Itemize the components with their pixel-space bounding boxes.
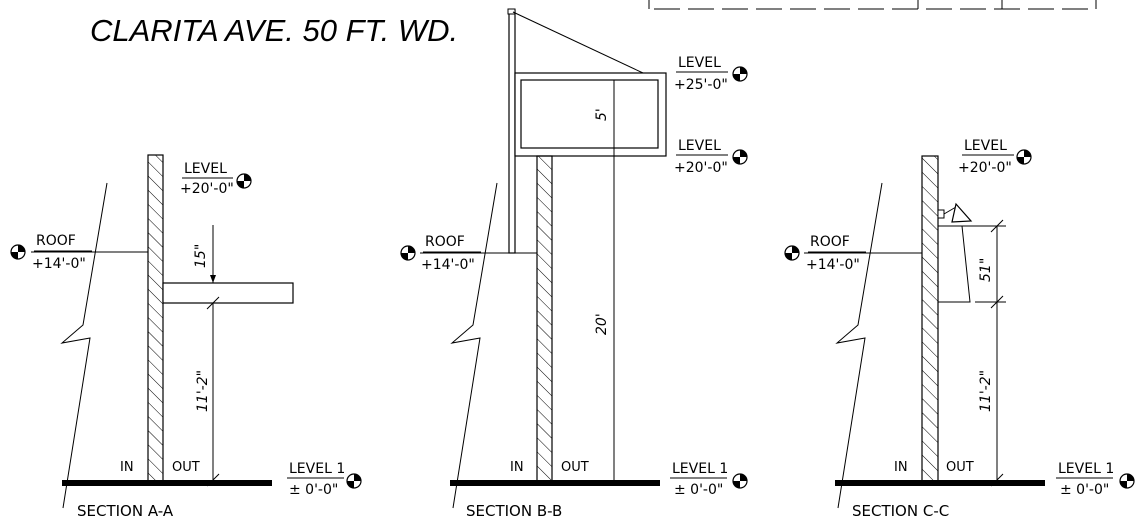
- section-title: SECTION B-B: [466, 502, 562, 519]
- wall-light-fixture-icon: [937, 202, 973, 223]
- break-line: [835, 182, 883, 509]
- datum-marker-icon: [1016, 149, 1032, 165]
- dim-11ft-2in: 11'-2": [978, 370, 994, 412]
- out-label: OUT: [561, 460, 589, 475]
- datum-marker-icon: [10, 244, 26, 260]
- roof-label: ROOF: [810, 234, 850, 250]
- ground-slab: [450, 480, 660, 486]
- in-label: IN: [894, 460, 908, 475]
- sign-panel: [938, 225, 971, 303]
- wall-hatched: [147, 154, 164, 482]
- dim-20ft: 20': [594, 313, 610, 335]
- datum-marker-icon: [732, 473, 748, 489]
- sign-pole: [508, 9, 516, 254]
- level1-value: ± 0'-0": [1060, 482, 1109, 498]
- dim-11ft-2in: 11'-2": [195, 370, 211, 412]
- drawing-title: CLARITA AVE. 50 FT. WD.: [90, 13, 458, 48]
- cropped-plan-fragment: [648, 0, 1097, 10]
- brace-cable: [512, 11, 644, 74]
- break-line: [60, 182, 108, 509]
- level-value: +20'-0": [674, 160, 728, 176]
- roof-label: ROOF: [36, 233, 76, 249]
- dim-15in: 15": [193, 244, 209, 268]
- level1-label: LEVEL 1: [289, 461, 345, 477]
- level-label: LEVEL: [184, 161, 227, 177]
- datum-marker-icon: [732, 149, 748, 165]
- in-label: IN: [510, 460, 524, 475]
- section-title: SECTION C-C: [852, 502, 949, 519]
- level1-value: ± 0'-0": [674, 482, 723, 498]
- wall-hatched: [921, 155, 939, 482]
- level1-value: ± 0'-0": [289, 482, 338, 498]
- section-title: SECTION A-A: [77, 502, 174, 519]
- level-label: LEVEL: [964, 138, 1007, 154]
- datum-marker-icon: [732, 66, 748, 82]
- roof-label: ROOF: [425, 234, 465, 250]
- level-value: +25'-0": [674, 77, 728, 93]
- canopy: [162, 282, 294, 304]
- roof-value: +14'-0": [806, 257, 860, 273]
- level-label: LEVEL: [678, 138, 721, 154]
- in-label: IN: [120, 460, 134, 475]
- roof-value: +14'-0": [32, 256, 86, 272]
- level-value: +20'-0": [180, 181, 234, 197]
- roof-value: +14'-0": [421, 257, 475, 273]
- section-a-a: 15" 11'-2" LEVEL +20'-0" ROOF +14'-0" IN…: [10, 154, 362, 519]
- wall-hatched: [536, 155, 553, 482]
- out-label: OUT: [946, 460, 974, 475]
- level-label: LEVEL: [678, 55, 721, 71]
- datum-marker-icon: [1119, 473, 1135, 489]
- out-label: OUT: [172, 460, 200, 475]
- dim-51in: 51": [978, 258, 994, 282]
- sign-face: [520, 79, 659, 149]
- datum-marker-icon: [784, 245, 800, 261]
- datum-marker-icon: [236, 173, 252, 189]
- datum-marker-icon: [346, 473, 362, 489]
- ground-slab: [835, 480, 1045, 486]
- level1-label: LEVEL 1: [672, 461, 728, 477]
- break-line: [450, 182, 498, 509]
- dim-5ft: 5': [594, 108, 610, 121]
- level1-label: LEVEL 1: [1058, 461, 1114, 477]
- level-value: +20'-0": [958, 160, 1012, 176]
- section-c-c: 51" 11'-2" LEVEL +20'-0" ROOF +14'-0" IN…: [784, 138, 1135, 519]
- section-b-b: 5' 20' LEVEL +25'-0" LEVEL +20'-0" ROOF …: [400, 8, 748, 519]
- ground-slab: [62, 480, 272, 486]
- datum-marker-icon: [400, 245, 416, 261]
